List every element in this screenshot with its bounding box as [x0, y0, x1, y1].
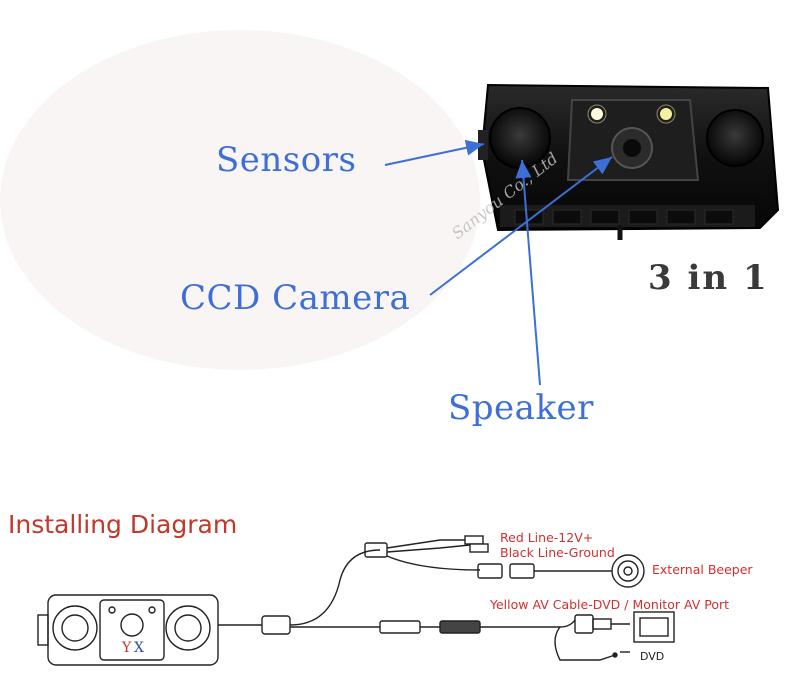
installing-diagram — [37, 535, 675, 666]
background-haze — [0, 30, 480, 370]
three-in-one-tagline: 3 in 1 — [648, 258, 769, 298]
speaker-label: Speaker — [448, 388, 594, 428]
black-line-label: Black Line-Ground — [500, 545, 615, 560]
sensors-label: Sensors — [216, 140, 357, 180]
external-beeper-label: External Beeper — [652, 562, 753, 577]
sensors-arrow — [384, 139, 485, 166]
speaker-arrow — [515, 159, 541, 386]
dvd-label: DVD — [640, 650, 665, 663]
right-sensor-icon — [706, 109, 764, 167]
yellow-av-label: Yellow AV Cable-DVD / Monitor AV Port — [490, 597, 730, 612]
installing-diagram-title: Installing Diagram — [8, 510, 238, 539]
camera-arrow — [429, 156, 613, 296]
led-right-icon — [660, 108, 672, 120]
led-left-icon — [591, 108, 603, 120]
brand-x-mark: X — [134, 640, 144, 656]
red-line-label: Red Line-12V+ — [500, 530, 594, 545]
ccd-camera-label: CCD Camera — [180, 278, 411, 318]
brand-y-mark: Y — [122, 640, 132, 656]
